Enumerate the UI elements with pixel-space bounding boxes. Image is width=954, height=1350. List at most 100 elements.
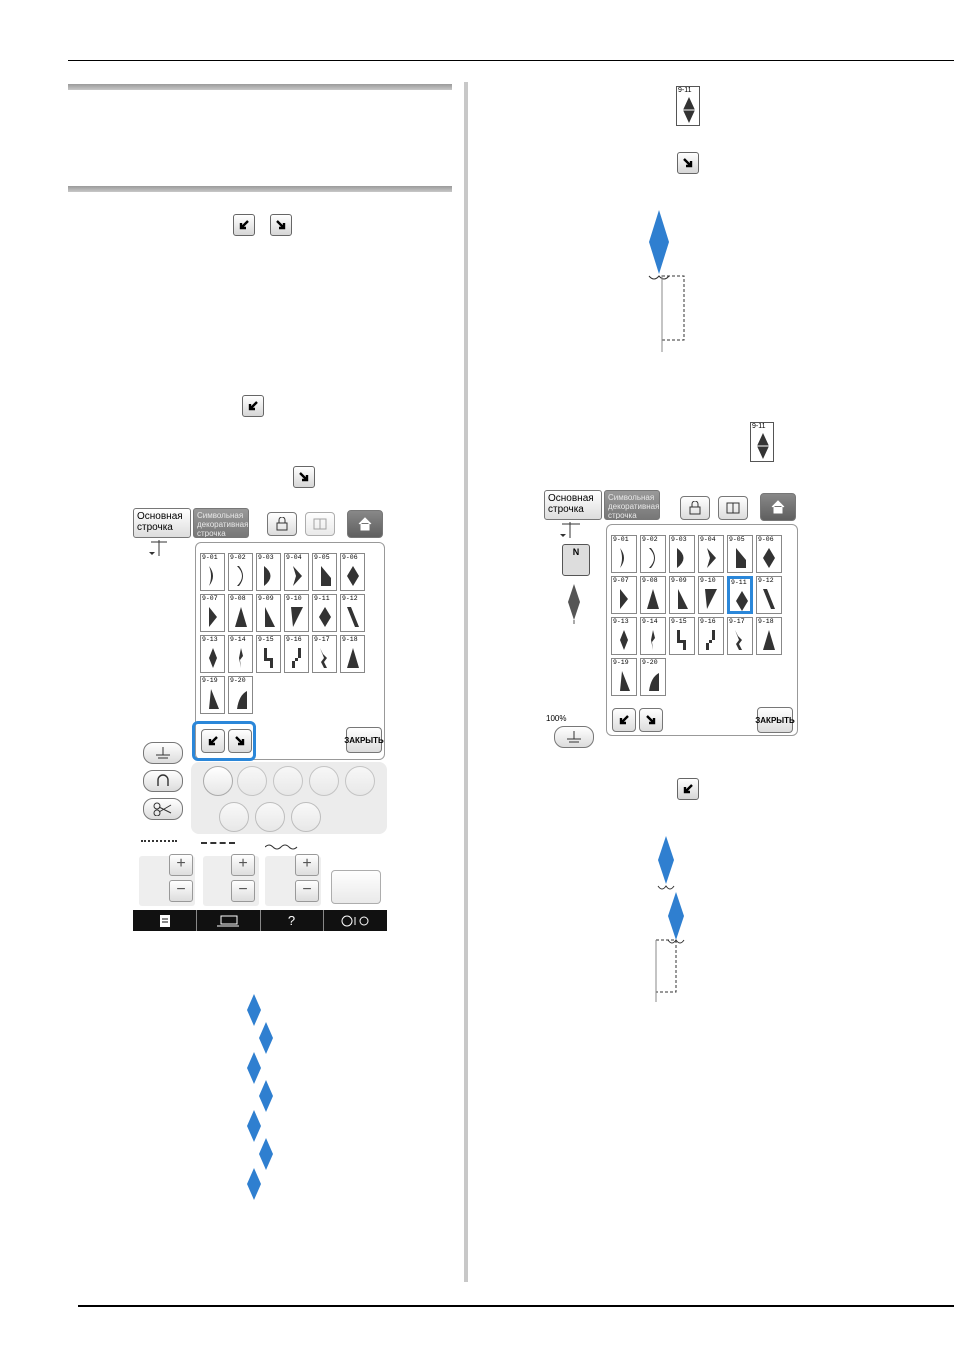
stitch-diamond	[247, 1052, 261, 1084]
width-plus-button[interactable]: +	[295, 854, 319, 876]
pattern-cell-9-16[interactable]: 9-16	[284, 635, 309, 673]
stitch-preview-1	[648, 210, 685, 352]
pattern-cell-9-06[interactable]: 9-06	[340, 553, 365, 591]
pattern-glyph-icon	[321, 566, 331, 586]
pattern-cell-9-09[interactable]: 9-09	[669, 576, 695, 614]
scroll-down-right-button[interactable]	[639, 708, 663, 732]
pattern-cell-9-04[interactable]: 9-04	[284, 553, 309, 591]
pattern-cell-9-20[interactable]: 9-20	[228, 676, 253, 714]
memory-button[interactable]	[331, 870, 381, 904]
tab-basic-stitch[interactable]: Основная строчка	[544, 490, 602, 520]
mode-button-5[interactable]	[345, 766, 375, 796]
pattern-glyph-icon	[293, 566, 302, 586]
pattern-cell-label: 9-15	[671, 618, 687, 625]
pattern-cell-9-10[interactable]: 9-10	[284, 594, 309, 632]
length-minus-button[interactable]: −	[231, 880, 255, 902]
pattern-cell-9-06[interactable]: 9-06	[756, 535, 782, 573]
close-button[interactable]: ЗАКРЫТЬ	[344, 727, 384, 753]
book-button[interactable]	[718, 496, 748, 520]
mode-button-2[interactable]	[237, 766, 267, 796]
pattern-cell-9-12[interactable]: 9-12	[756, 576, 782, 614]
pattern-cell-label: 9-12	[758, 577, 774, 584]
thread-cutter-button[interactable]	[143, 798, 183, 820]
close-button[interactable]: ЗАКРЫТЬ	[755, 707, 795, 733]
pattern-cell-9-15[interactable]: 9-15	[256, 635, 281, 673]
pattern-cell-9-17[interactable]: 9-17	[727, 617, 753, 655]
mode-button-6[interactable]	[219, 802, 249, 832]
pattern-cell-9-19[interactable]: 9-19	[611, 658, 637, 696]
pattern-cell-9-05[interactable]: 9-05	[312, 553, 337, 591]
pattern-cell-9-11[interactable]: 9-11	[312, 594, 337, 632]
pattern-cell-label: 9-14	[230, 636, 246, 643]
pattern-cell-9-02[interactable]: 9-02	[228, 553, 253, 591]
pattern-cell-9-14[interactable]: 9-14	[228, 635, 253, 673]
mode-button-3[interactable]	[273, 766, 303, 796]
left-machine-screen: Основная строчка Символьная декоративная…	[133, 504, 387, 931]
reverse-button[interactable]	[143, 770, 183, 792]
scroll-down-left-button[interactable]	[612, 708, 636, 732]
document-button[interactable]	[133, 910, 197, 931]
pattern-cell-9-11[interactable]: 9-11	[727, 576, 753, 614]
tab-basic-stitch[interactable]: Основная строчка	[133, 508, 191, 538]
reverse-icon	[157, 774, 169, 786]
density-minus-button[interactable]: −	[169, 880, 193, 902]
pattern-cell-9-09[interactable]: 9-09	[256, 594, 281, 632]
density-plus-button[interactable]: +	[169, 854, 193, 876]
header-rule	[68, 60, 954, 61]
lock-button[interactable]	[267, 512, 297, 536]
pattern-cell-9-10[interactable]: 9-10	[698, 576, 724, 614]
pattern-cell-9-01[interactable]: 9-01	[611, 535, 637, 573]
pattern-cell-9-18[interactable]: 9-18	[756, 617, 782, 655]
density-icon	[141, 840, 177, 848]
home-button[interactable]	[347, 510, 383, 538]
stitch-diamond	[259, 1138, 273, 1170]
pattern-cell-label: 9-18	[758, 618, 774, 625]
pattern-glyph-icon	[347, 607, 359, 627]
lock-button[interactable]	[680, 496, 710, 520]
tab-decorative-stitch[interactable]: Символьная декоративная строчка	[193, 508, 249, 538]
pattern-cell-9-07[interactable]: 9-07	[611, 576, 637, 614]
pattern-cell-9-05[interactable]: 9-05	[727, 535, 753, 573]
pattern-cell-9-01[interactable]: 9-01	[200, 553, 225, 591]
length-plus-button[interactable]: +	[231, 854, 255, 876]
pattern-cell-9-02[interactable]: 9-02	[640, 535, 666, 573]
machine-settings-button[interactable]	[196, 910, 261, 931]
home-button[interactable]	[760, 493, 796, 521]
mode-button-1[interactable]	[203, 766, 233, 796]
pattern-glyph-icon	[677, 548, 684, 568]
scroll-down-right-button[interactable]	[228, 729, 252, 753]
help-button[interactable]: ?	[260, 910, 324, 931]
pattern-cell-9-03[interactable]: 9-03	[256, 553, 281, 591]
pattern-cell-9-17[interactable]: 9-17	[312, 635, 337, 673]
pattern-cell-9-19[interactable]: 9-19	[200, 676, 225, 714]
pattern-cell-9-04[interactable]: 9-04	[698, 535, 724, 573]
pattern-cell-9-15[interactable]: 9-15	[669, 617, 695, 655]
pattern-cell-9-14[interactable]: 9-14	[640, 617, 666, 655]
pattern-glyph-icon	[265, 607, 275, 627]
pattern-cell-9-07[interactable]: 9-07	[200, 594, 225, 632]
pattern-cell-9-13[interactable]: 9-13	[611, 617, 637, 655]
mode-button-4[interactable]	[309, 766, 339, 796]
presser-foot-button[interactable]	[554, 726, 594, 748]
arrow-down-right-icon	[646, 715, 656, 725]
pattern-glyph-icon	[292, 648, 301, 668]
pattern-cell-9-08[interactable]: 9-08	[640, 576, 666, 614]
scroll-down-left-button[interactable]	[201, 729, 225, 753]
presser-foot-button[interactable]	[143, 742, 183, 764]
mode-button-8[interactable]	[291, 802, 321, 832]
pattern-cell-9-12[interactable]: 9-12	[340, 594, 365, 632]
pattern-cell-9-18[interactable]: 9-18	[340, 635, 365, 673]
document-icon	[159, 914, 170, 927]
width-minus-button[interactable]: −	[295, 880, 319, 902]
pattern-cell-9-13[interactable]: 9-13	[200, 635, 225, 673]
info-button[interactable]	[323, 910, 387, 931]
pattern-cell-9-16[interactable]: 9-16	[698, 617, 724, 655]
book-button[interactable]	[305, 512, 335, 536]
mode-button-7[interactable]	[255, 802, 285, 832]
pattern-cell-9-08[interactable]: 9-08	[228, 594, 253, 632]
pattern-cell-9-20[interactable]: 9-20	[640, 658, 666, 696]
tab-decorative-stitch[interactable]: Символьная декоративная строчка	[604, 490, 660, 520]
pattern-cell-9-03[interactable]: 9-03	[669, 535, 695, 573]
needle-drop-box	[661, 275, 685, 341]
